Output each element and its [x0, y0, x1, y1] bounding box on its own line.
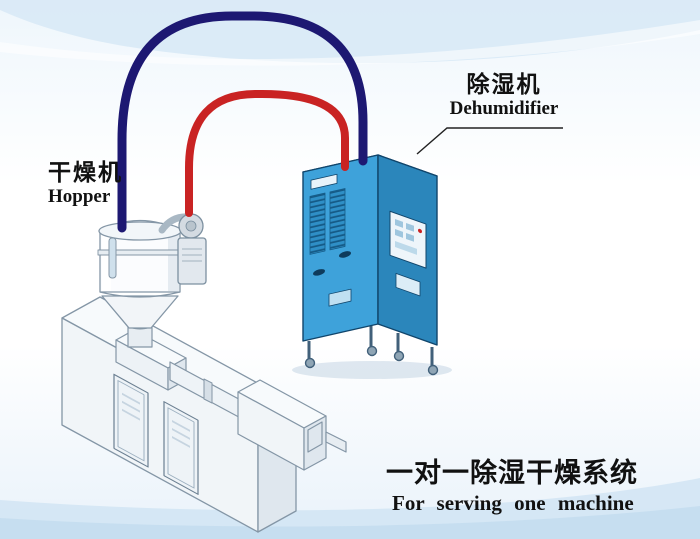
- top-band-streak: [0, 20, 700, 66]
- hopper-label-en: Hopper: [48, 185, 111, 207]
- hopper-shade-right: [168, 232, 179, 291]
- head-block-plate: [307, 421, 323, 453]
- panel-button: [395, 229, 403, 238]
- door-vent: [172, 436, 190, 448]
- caster-wheel: [393, 350, 405, 362]
- oval-port: [313, 269, 325, 276]
- side-sticker: [395, 272, 421, 297]
- door-vent: [122, 408, 140, 421]
- extruder-machine: [61, 296, 347, 533]
- dehumidifier-side-details: [389, 210, 427, 297]
- caption: 一对一除湿干燥系统 For serving one machine: [386, 458, 656, 516]
- oval-port: [339, 251, 351, 258]
- panel-button: [406, 222, 414, 232]
- dehumidifier-label-en: Dehumidifier: [449, 97, 559, 119]
- die-nozzle: [325, 431, 347, 453]
- bottom-band-streak: [0, 506, 700, 539]
- dehumidifier-leader-line: [416, 127, 563, 155]
- dehumidifier-front-details: [309, 173, 352, 307]
- cabinet-doors: [113, 373, 199, 495]
- door-inner-frame: [167, 407, 195, 489]
- blower-vent: [182, 260, 202, 262]
- cabinet-door: [163, 400, 199, 495]
- louver-vent: [309, 192, 326, 255]
- door-vent: [122, 400, 140, 413]
- air-hoses: [117, 11, 368, 233]
- blower-vent: [182, 254, 202, 256]
- cabinet-door: [113, 373, 149, 468]
- hopper-label-cn: 干燥机: [48, 159, 123, 185]
- dehumidifier-unit: [292, 154, 452, 379]
- supply-air-hose: [185, 90, 349, 217]
- caption-en: For serving one machine: [392, 491, 634, 516]
- hopper-highlight-left: [102, 232, 111, 291]
- panel-display: [395, 241, 417, 255]
- blower-vent: [182, 248, 202, 250]
- casters: [304, 326, 439, 376]
- name-plate: [328, 288, 352, 307]
- panel-indicator-light: [418, 228, 422, 234]
- door-vent: [172, 428, 190, 440]
- door-vent: [122, 392, 140, 405]
- caster-wheel: [366, 345, 378, 357]
- caster-wheel: [427, 364, 439, 376]
- louver-vent: [329, 188, 346, 251]
- return-air-hose: [117, 11, 368, 233]
- door-vent: [172, 420, 190, 432]
- brand-plate: [310, 173, 338, 190]
- hopper-label: 干燥机 Hopper: [48, 159, 178, 207]
- panel-button: [406, 232, 414, 242]
- caster-wheel: [304, 357, 316, 369]
- dehumidifier-label-cn: 除湿机: [466, 71, 542, 97]
- dehumidifier-shadow: [292, 361, 452, 379]
- dehumidifier-label: 除湿机 Dehumidifier: [434, 71, 574, 119]
- panel-button: [395, 219, 403, 228]
- blower-scroll-hub: [185, 220, 197, 232]
- hopper-sight-glass: [108, 237, 117, 279]
- hopper-bottom-rim: [99, 291, 181, 298]
- barrel-flange: [203, 378, 213, 404]
- caption-cn: 一对一除湿干燥系统: [386, 458, 638, 488]
- door-inner-frame: [117, 380, 145, 462]
- hopper-dryer: [97, 213, 207, 329]
